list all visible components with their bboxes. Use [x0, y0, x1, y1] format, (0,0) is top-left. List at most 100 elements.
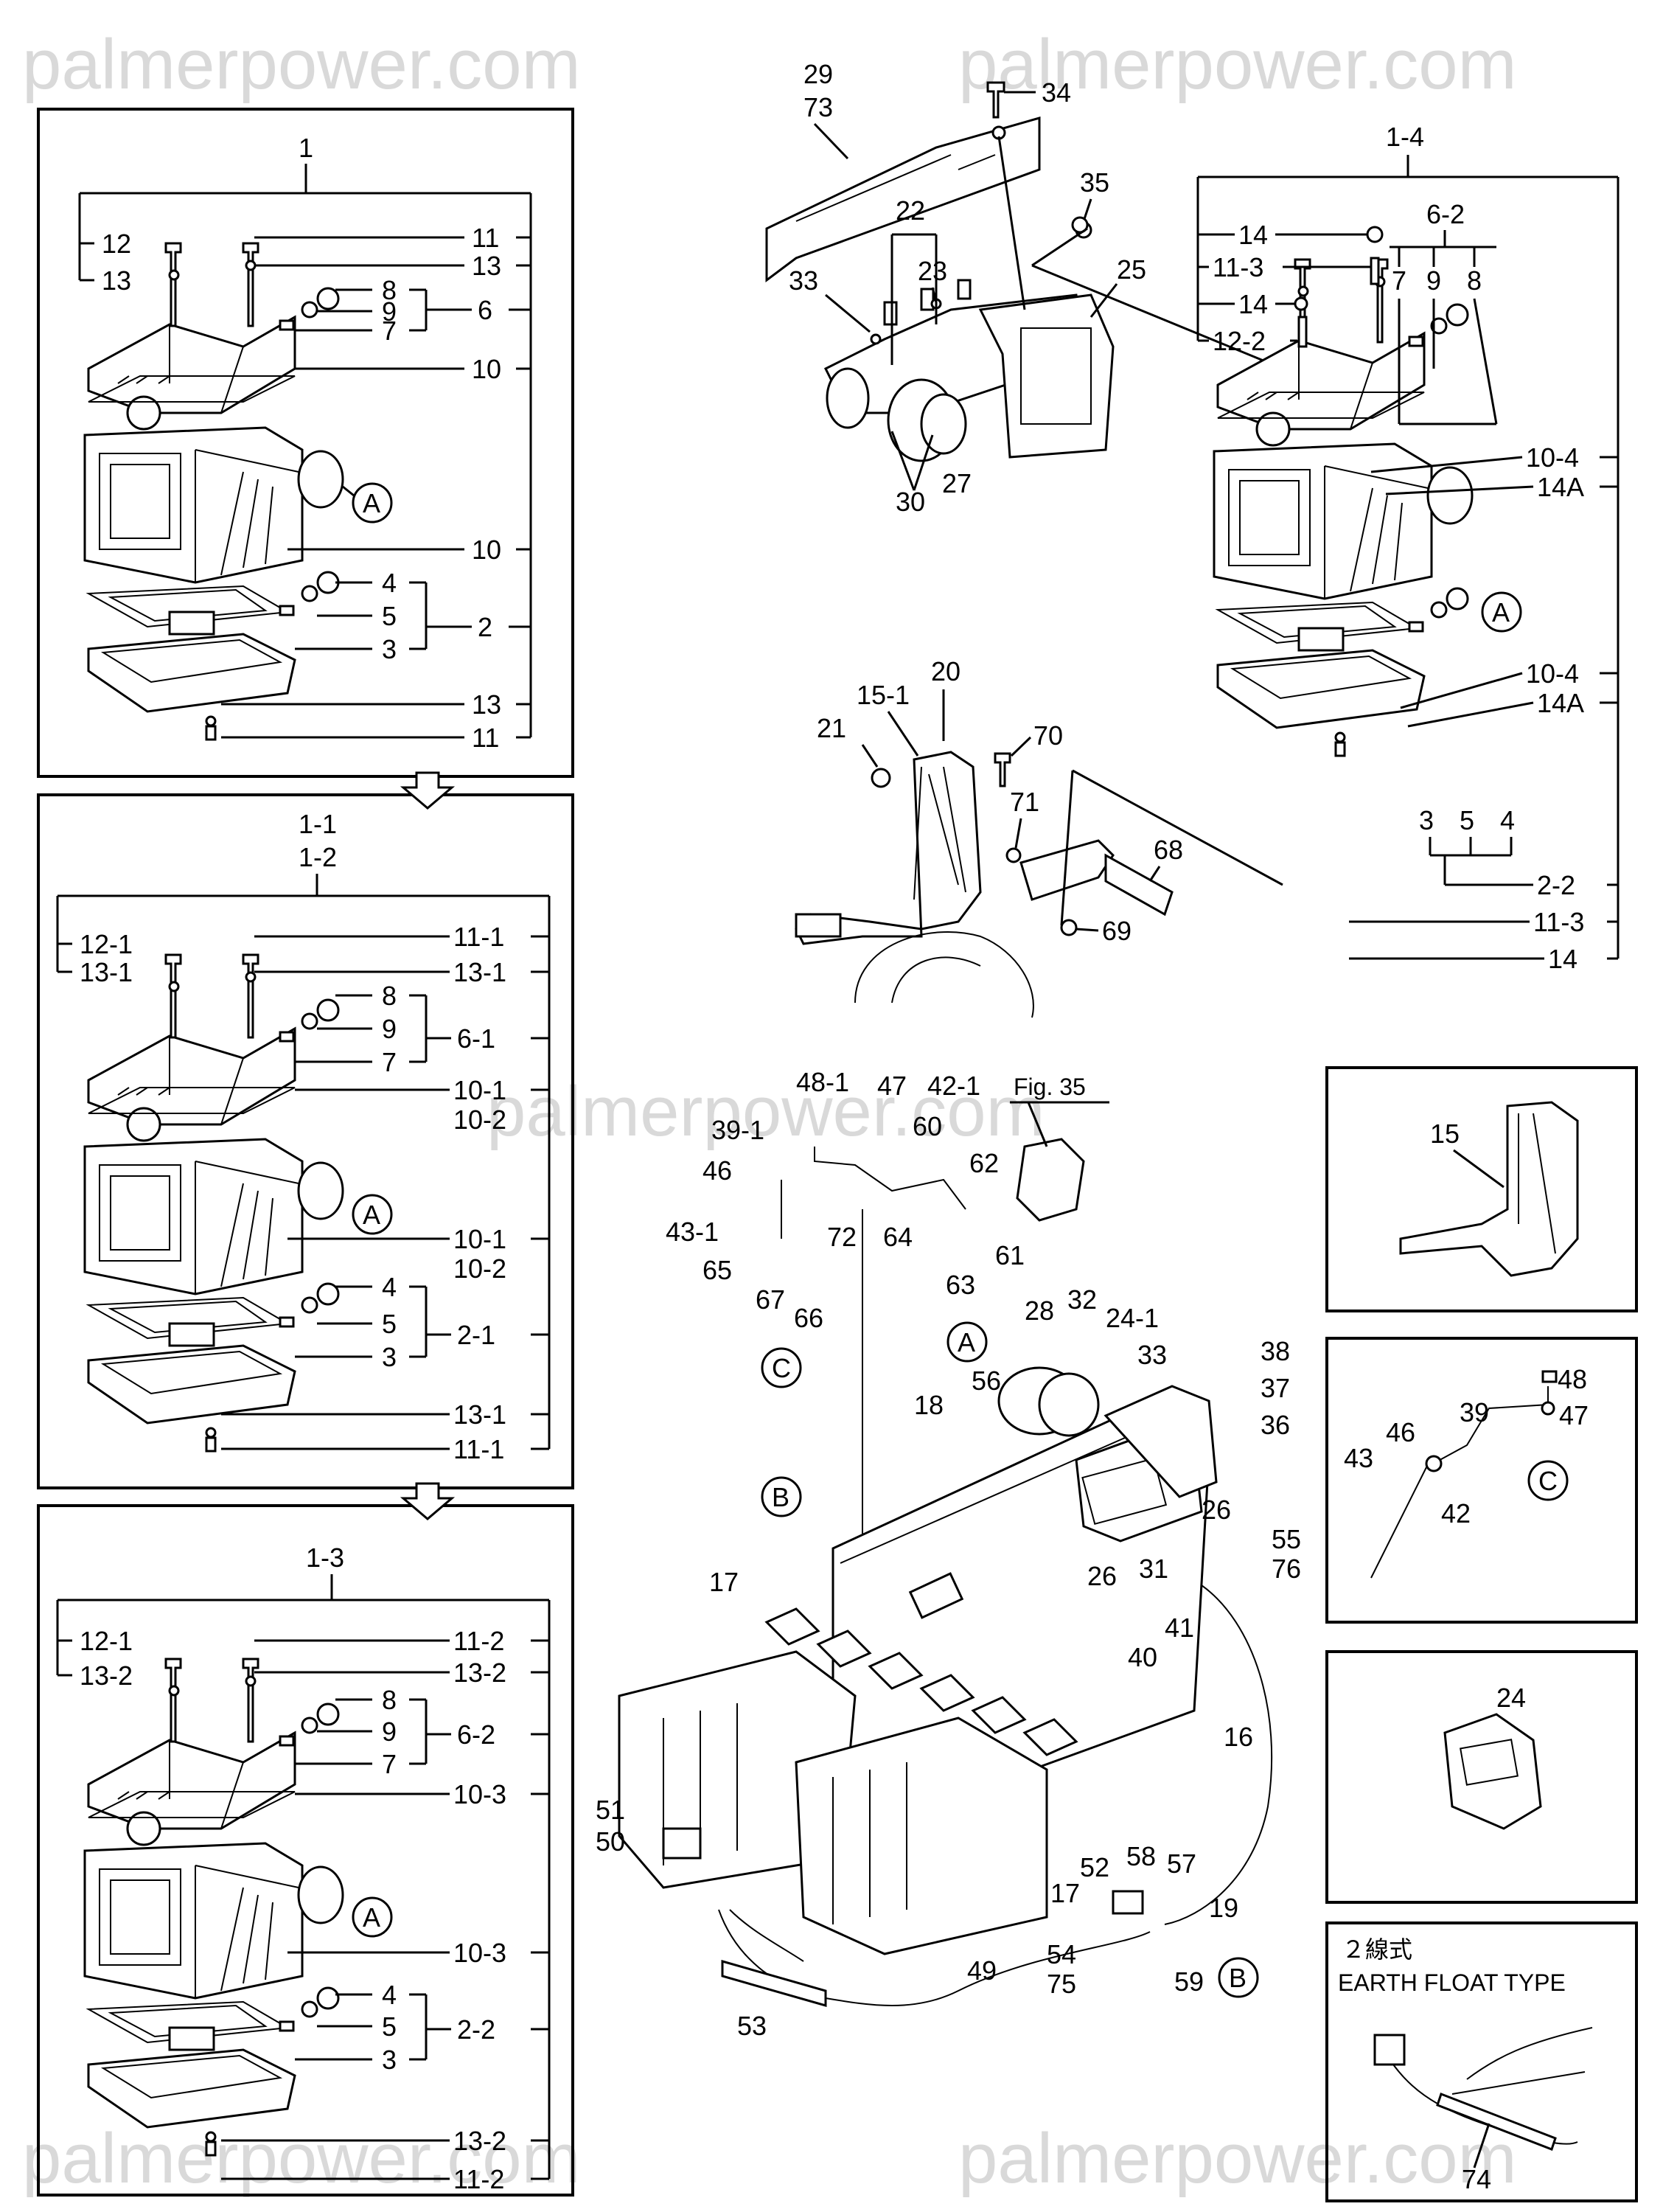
label-42-1: 42-1: [927, 1071, 980, 1101]
label-10-3: 10-3: [453, 1938, 506, 1968]
label-23: 23: [918, 256, 947, 286]
label-61: 61: [995, 1240, 1025, 1270]
label-11: 11: [472, 223, 499, 253]
label-14: 14: [1548, 944, 1577, 974]
label-47: 47: [877, 1071, 907, 1101]
label-55: 55: [1272, 1524, 1301, 1554]
label-4: 4: [382, 568, 397, 598]
label-10-2: 10-2: [453, 1105, 506, 1135]
label-22: 22: [896, 195, 925, 226]
main-callouts: 39-1 48-1 47 42-1 Fig. 35 60 46 62 43-1 …: [596, 1067, 1301, 2041]
label-58: 58: [1126, 1841, 1156, 1871]
aftercooler-assembly-drawing: [83, 1658, 344, 2157]
label-10-1: 10-1: [453, 1224, 506, 1254]
label-10-2: 10-2: [453, 1253, 506, 1284]
ref-circle-b: B: [772, 1482, 789, 1512]
label-17: 17: [1050, 1878, 1080, 1908]
ref-circle-a: A: [1492, 597, 1510, 627]
label-6-1: 6-1: [457, 1023, 495, 1054]
label-11-1: 11-1: [453, 1434, 504, 1464]
label-14: 14: [1238, 220, 1268, 250]
label-35: 35: [1080, 167, 1109, 198]
label-71: 71: [1010, 787, 1039, 817]
panel-frame-1: [37, 108, 574, 778]
intake-pipe-drawing: [765, 116, 1115, 462]
inset-harness-74: ２線式 EARTH FLOAT TYPE 74: [1338, 1936, 1593, 2194]
label-14a: 14A: [1537, 688, 1584, 718]
label-8: 8: [382, 981, 397, 1011]
label-11-2: 11-2: [453, 2164, 504, 2194]
inset-frame-15: [1325, 1066, 1638, 1312]
label-38: 38: [1261, 1336, 1290, 1366]
panel-1-3-callouts: 1-3 12-1 13-2 11-2 13-2 8 9 7 6-2 10-3 1…: [56, 1543, 551, 2194]
intake-manifold-drawing: [618, 1138, 1273, 2007]
label-3: 3: [382, 2045, 397, 2075]
label-13: 13: [102, 265, 131, 296]
top-right-callouts: 1-4 14 11-3 14 12-2 6-2 7 9 8 10: [1196, 122, 1620, 974]
ref-circle-c: C: [772, 1353, 791, 1383]
label-10-1: 10-1: [453, 1075, 506, 1105]
label-28: 28: [1025, 1295, 1054, 1326]
label-12: 12: [102, 229, 131, 259]
label-5: 5: [1460, 805, 1474, 835]
panel-1-callouts: 1 12 13 11 13 8 9 7 6 10 10 4 5 3 2: [78, 133, 532, 753]
label-12-2: 12-2: [1213, 326, 1266, 356]
inset-title-en: EARTH FLOAT TYPE: [1338, 1969, 1566, 1996]
label-10: 10: [472, 354, 501, 384]
ref-circle-a: A: [363, 488, 380, 518]
label-4: 4: [382, 1980, 397, 2010]
watermark-center: palmerpower.com: [487, 1072, 1045, 1151]
label-54: 54: [1047, 1939, 1076, 1969]
label-39: 39: [1460, 1397, 1489, 1427]
label-11-3: 11-3: [1213, 252, 1263, 282]
label-16: 16: [1224, 1722, 1253, 1752]
label-66: 66: [794, 1303, 823, 1333]
label-6: 6: [478, 295, 492, 325]
label-3: 3: [382, 1342, 397, 1372]
label-13-2: 13-2: [453, 1658, 506, 1688]
label-36: 36: [1261, 1410, 1290, 1440]
label-8: 8: [382, 275, 397, 305]
label-25: 25: [1117, 254, 1146, 285]
label-10: 10: [472, 535, 501, 565]
down-arrow-icon: [400, 1482, 456, 1520]
label-13-1: 13-1: [80, 957, 133, 987]
label-1-4: 1-4: [1386, 122, 1424, 152]
support-bracket-drawing: [795, 751, 1174, 1018]
label-40: 40: [1128, 1642, 1157, 1672]
label-9: 9: [382, 1717, 397, 1747]
label-27: 27: [942, 468, 972, 498]
label-13-1: 13-1: [453, 1399, 506, 1430]
label-34: 34: [1042, 77, 1071, 108]
label-2-2: 2-2: [1537, 870, 1575, 900]
label-74: 74: [1462, 2164, 1491, 2194]
label-17: 17: [709, 1567, 739, 1597]
label-46: 46: [1386, 1417, 1415, 1447]
label-2-1: 2-1: [457, 1320, 495, 1350]
label-20: 20: [931, 656, 960, 686]
label-7: 7: [382, 316, 397, 346]
label-75: 75: [1047, 1969, 1076, 1999]
label-5: 5: [382, 1309, 397, 1339]
label-5: 5: [382, 2011, 397, 2042]
label-14a: 14A: [1537, 472, 1584, 502]
label-59: 59: [1174, 1966, 1204, 1997]
bracket-callouts: 20 15-1 21 70 71 68 69: [817, 656, 1283, 946]
inset-frame-74: [1325, 1921, 1638, 2202]
panel-3-title: 1-3: [306, 1543, 344, 1573]
label-9: 9: [382, 296, 397, 327]
label-49: 49: [967, 1955, 997, 1986]
label-10-4: 10-4: [1526, 658, 1579, 689]
aftercooler-assembly-drawing: [83, 242, 344, 741]
label-72: 72: [827, 1222, 857, 1252]
label-13-2: 13-2: [80, 1660, 133, 1691]
label-56: 56: [972, 1366, 1001, 1396]
label-52: 52: [1080, 1852, 1109, 1882]
label-39-1: 39-1: [711, 1115, 764, 1145]
label-65: 65: [702, 1255, 732, 1285]
ref-circle-a: A: [363, 1200, 380, 1230]
panel-frame-1-3: [37, 1504, 574, 2197]
label-76: 76: [1272, 1554, 1301, 1584]
label-67: 67: [756, 1284, 785, 1315]
